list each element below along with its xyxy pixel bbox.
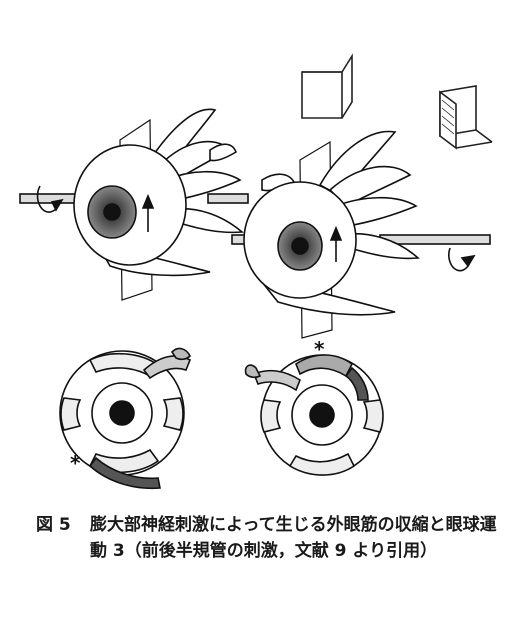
- eyeball-3d-left: [19, 108, 249, 301]
- plane-orientation-icon-2: [439, 85, 493, 150]
- eye-frontal-right: [244, 354, 384, 476]
- figure-illustration: * *: [19, 53, 493, 490]
- plane-orientation-icon-1: [301, 53, 353, 119]
- figure-caption: 図 5 膨大部神経刺激によって生じる外眼筋の収縮と眼球運動 3（前後半規管の刺激…: [36, 512, 506, 564]
- asterisk-left: *: [70, 451, 81, 475]
- caption-text: 膨大部神経刺激によって生じる外眼筋の収縮と眼球運動 3（前後半規管の刺激，文献 …: [90, 515, 497, 561]
- caption-label: 図 5: [36, 515, 71, 535]
- eyeball-3d-right: [231, 130, 491, 339]
- rotation-axis-right: [379, 234, 491, 245]
- rotation-arrow-icon-right: [448, 247, 471, 272]
- eye-frontal-left: [59, 347, 192, 490]
- rotation-arrow-icon-left: [36, 185, 59, 213]
- asterisk-top: *: [314, 337, 325, 361]
